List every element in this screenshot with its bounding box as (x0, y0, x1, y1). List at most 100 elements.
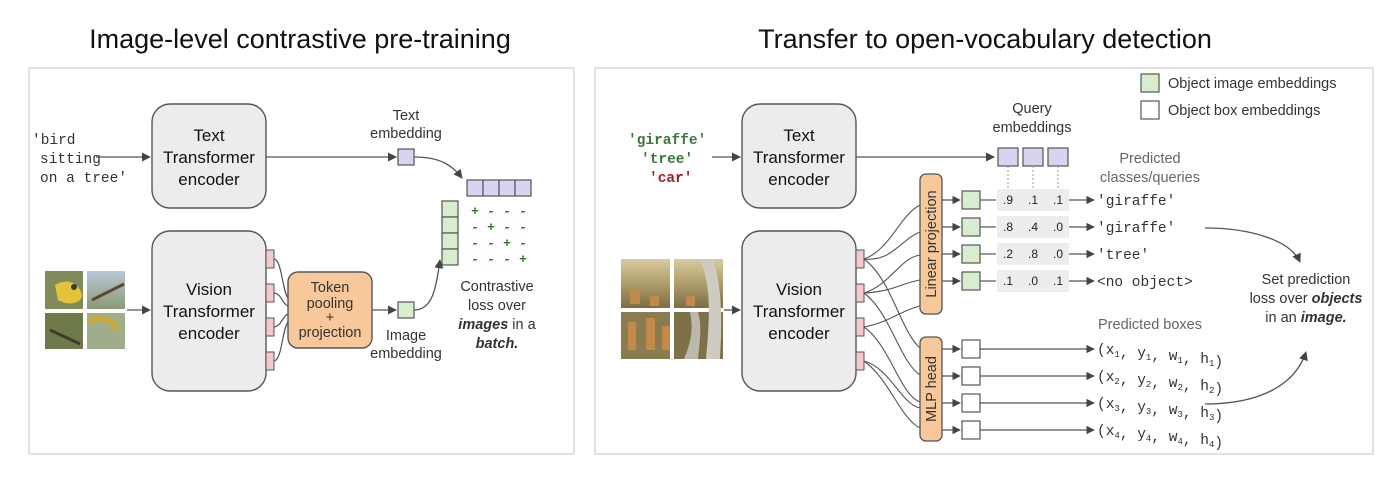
object-image-embedding (961, 244, 981, 264)
text-embedding-token (397, 148, 415, 166)
image-embedding-label: Image (386, 328, 426, 344)
predicted-classes-label: Predicted (1119, 151, 1180, 167)
legend-object-box-swatch (1140, 100, 1160, 120)
svg-text:encoder: encoder (768, 324, 830, 343)
token-pooling-label: Token (311, 280, 350, 296)
contrastive-sign: - (487, 236, 495, 251)
svg-text:sitting: sitting (40, 152, 101, 168)
contrastive-sign: - (519, 220, 527, 235)
svg-text:embeddings: embeddings (993, 120, 1072, 136)
batch-text-embeddings (466, 179, 532, 197)
contrastive-sign: - (487, 252, 495, 267)
right-vision-encoder (741, 230, 857, 392)
svg-text:pooling: pooling (307, 296, 354, 312)
right-vision-tokens (855, 249, 865, 371)
set-loss-arrow-bottom (1204, 351, 1308, 405)
query-embeddings (997, 147, 1069, 167)
contrastive-sign: - (471, 220, 479, 235)
svg-text:Transformer: Transformer (163, 148, 255, 167)
svg-text:'bird: 'bird (32, 133, 76, 149)
predicted-class: 'tree' (1097, 248, 1149, 264)
svg-text:'tree': 'tree' (641, 152, 693, 168)
right-text-encoder (741, 103, 857, 209)
contrastive-sign: - (471, 252, 479, 267)
left-text-encoder-label: Text (193, 126, 224, 145)
predicted-box-coords: (x3, y3, w3, h3) (1097, 397, 1223, 425)
score-value: .2 (1003, 247, 1013, 261)
svg-text:encoder: encoder (178, 170, 240, 189)
predicted-class: <no object> (1097, 275, 1193, 291)
score-cell-bg (997, 243, 1069, 265)
svg-text:encoder: encoder (768, 170, 830, 189)
set-loss-arrow-top (1204, 227, 1301, 263)
object-box-embedding (961, 339, 981, 359)
legend-object-image-swatch (1140, 73, 1160, 93)
svg-text:encoder: encoder (178, 324, 240, 343)
contrastive-sign: - (503, 204, 511, 219)
giraffe-image (621, 259, 723, 359)
left-text-input: 'bird sitting on a tree' (32, 133, 127, 187)
left-token-to-pooling-lines (273, 258, 289, 362)
predicted-class: 'giraffe' (1097, 194, 1175, 210)
image-embedding-to-batch-arrow (413, 259, 444, 311)
batch-image-embeddings (441, 200, 459, 266)
image-embedding-token (397, 301, 415, 319)
right-text-encoder-label: Text (783, 126, 814, 145)
query-embeddings-label: Query (1012, 101, 1052, 117)
legend: Object image embeddings Object box embed… (1140, 73, 1336, 120)
score-cell-bg (997, 189, 1069, 211)
svg-text:classes/queries: classes/queries (1100, 170, 1200, 186)
score-cell-bg (997, 270, 1069, 292)
score-value: .0 (1053, 247, 1063, 261)
contrastive-sign: - (487, 204, 495, 219)
svg-text:embedding: embedding (370, 126, 442, 142)
svg-text:on a tree': on a tree' (40, 171, 127, 187)
svg-text:images in a: images in a (458, 317, 536, 333)
linear-projection-label: Linear projection (924, 190, 940, 297)
object-image-embedding (961, 217, 981, 237)
svg-text:Contrastive: Contrastive (460, 279, 533, 295)
token-to-head-lines (863, 204, 921, 429)
object-image-embedding (961, 190, 981, 210)
score-value: .1 (1028, 193, 1038, 207)
legend-object-image-label: Object image embeddings (1168, 76, 1336, 92)
right-panel-frame (594, 67, 1374, 455)
svg-text:+: + (326, 310, 334, 326)
contrastive-sign: - (503, 220, 511, 235)
svg-text:Transformer: Transformer (753, 148, 845, 167)
contrastive-sign: - (519, 204, 527, 219)
left-panel-frame (28, 67, 575, 455)
left-vision-encoder (151, 230, 267, 392)
bird-image (45, 271, 125, 349)
svg-text:'car': 'car' (649, 171, 693, 187)
svg-text:batch.: batch. (476, 336, 519, 352)
text-embedding-to-batch-arrow (413, 156, 463, 179)
svg-text:loss over objects: loss over objects (1250, 291, 1363, 307)
set-loss-caption: Set prediction loss over objects in an i… (1250, 272, 1363, 326)
svg-text:Transformer: Transformer (163, 302, 255, 321)
svg-text:embedding: embedding (370, 346, 442, 362)
right-panel-title: Transfer to open-vocabulary detection (758, 24, 1212, 54)
score-value: .1 (1053, 193, 1063, 207)
score-cell-bg (997, 216, 1069, 238)
svg-text:projection: projection (299, 325, 362, 341)
svg-text:Transformer: Transformer (753, 302, 845, 321)
svg-text:in an image.: in an image. (1265, 310, 1346, 326)
linear-projection-head (919, 173, 943, 315)
text-embedding-label: Text (393, 108, 420, 124)
object-image-embedding (961, 271, 981, 291)
object-box-embedding (961, 366, 981, 386)
left-panel-title: Image-level contrastive pre-training (89, 24, 511, 54)
object-box-embedding (961, 393, 981, 413)
svg-text:Set prediction: Set prediction (1262, 272, 1351, 288)
score-value: .4 (1028, 220, 1038, 234)
contrastive-sign: + (519, 252, 527, 267)
predicted-box-coords: (x1, y1, w1, h1) (1097, 343, 1223, 371)
score-value: .8 (1003, 220, 1013, 234)
mlp-head (919, 336, 943, 442)
contrastive-matrix: +----+----+----+ (471, 204, 527, 267)
object-box-embedding (961, 420, 981, 440)
box-rows: (x1, y1, w1, h1)(x2, y2, w2, h2)(x3, y3,… (942, 339, 1223, 452)
contrastive-sign: + (503, 236, 511, 251)
contrastive-sign: + (487, 220, 495, 235)
